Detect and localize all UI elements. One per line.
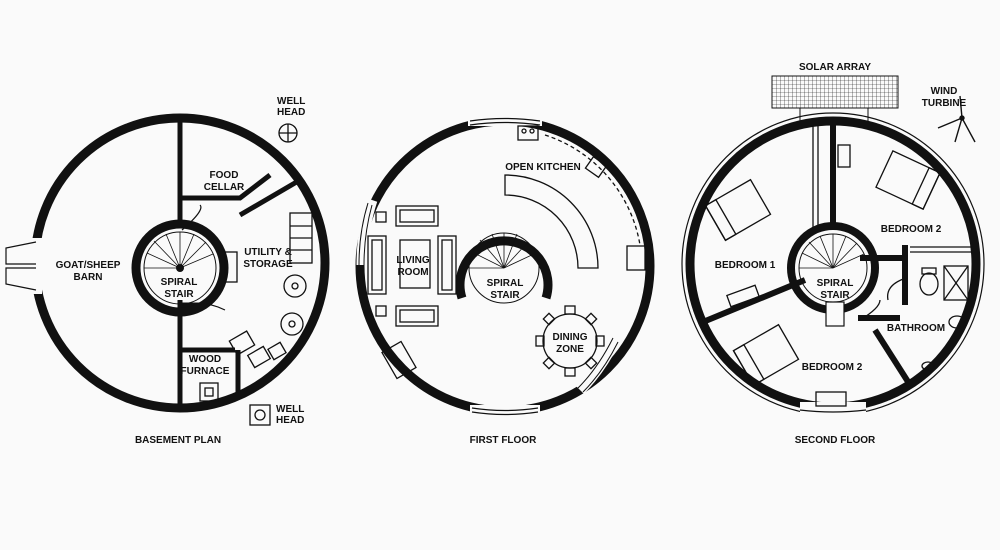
second-floor-furniture xyxy=(704,144,969,407)
label-solar-array: SOLAR ARRAY xyxy=(799,62,871,73)
kitchen-counter xyxy=(504,125,646,271)
utility-fixtures xyxy=(224,212,313,336)
basement-door-swings xyxy=(181,204,226,311)
barn-door-icon xyxy=(5,241,37,291)
living-room-furniture xyxy=(367,205,457,380)
room-label-utility: UTILITY &STORAGE xyxy=(243,247,293,270)
second-floor-partitions xyxy=(701,121,915,390)
wind-turbine-icon xyxy=(937,95,976,143)
well-head-top-icon xyxy=(278,123,298,143)
basement-spiral-stair-icon xyxy=(131,219,229,317)
plan-title-basement: BASEMENT PLAN xyxy=(135,435,221,446)
room-label-bedroom-2-lower: BEDROOM 2 xyxy=(802,362,863,373)
well-head-bottom-icon xyxy=(249,404,271,426)
room-label-bedroom-1: BEDROOM 1 xyxy=(715,260,776,271)
first-floor-spiral-stair-icon xyxy=(455,232,553,304)
room-label-bedroom-2-upper: BEDROOM 2 xyxy=(881,224,942,235)
dining-table-icon xyxy=(535,305,605,377)
furnace-fixtures xyxy=(199,330,287,402)
plan-title-second-floor: SECOND FLOOR xyxy=(795,435,876,446)
first-floor-windows xyxy=(356,114,620,417)
room-label-bathroom: BATHROOM xyxy=(887,323,945,334)
room-label-open-kitchen: OPEN KITCHEN xyxy=(505,162,581,173)
basement-partitions xyxy=(177,118,302,408)
solar-array-icon xyxy=(771,75,899,122)
plan-title-first-floor: FIRST FLOOR xyxy=(470,435,537,446)
second-floor-spiral-stair-icon xyxy=(787,222,879,327)
